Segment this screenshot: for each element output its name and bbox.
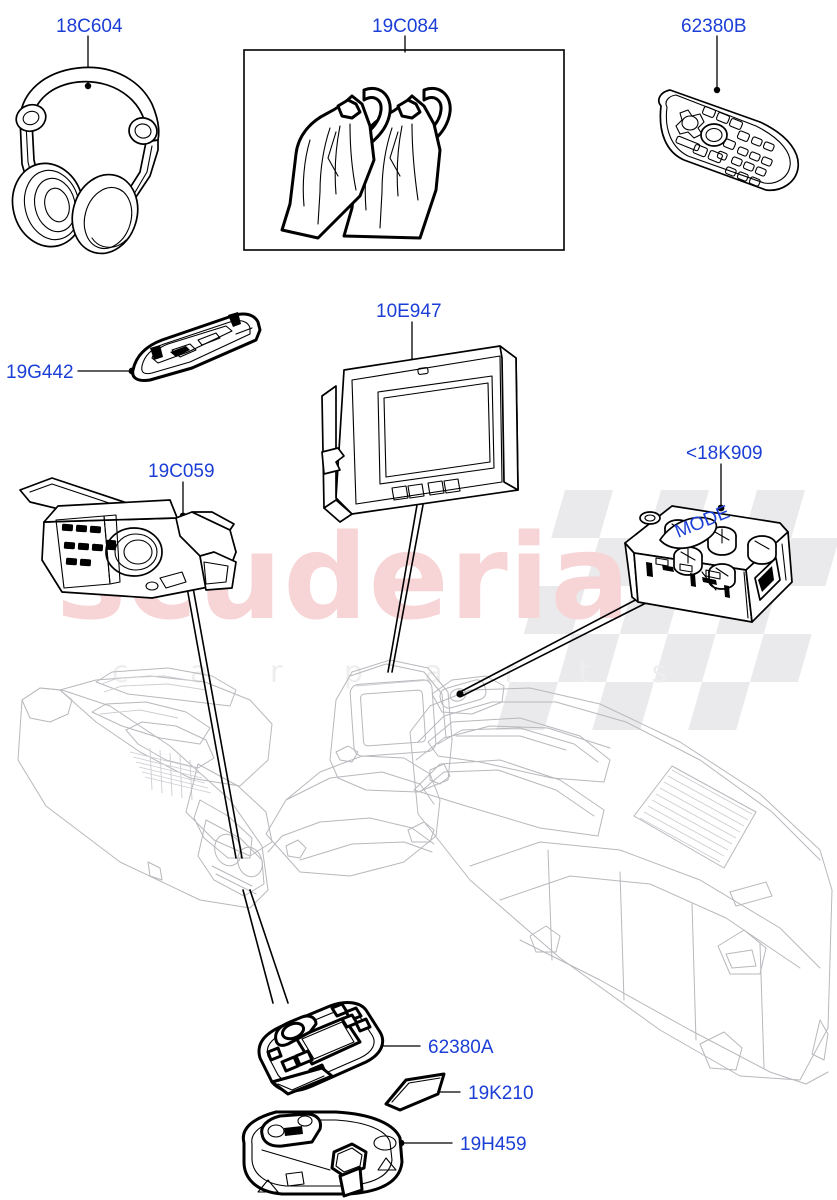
part-rear-remote-62380A: [257, 1001, 385, 1096]
part-storage-bags-19C084: [243, 49, 565, 251]
part-mounting-bracket-19H459: [241, 1110, 404, 1198]
amplifier-front-slots: [646, 557, 730, 598]
ghost-door-trim-panel: [409, 675, 833, 1085]
callout-19C059[interactable]: 19C059: [148, 461, 215, 482]
control-panel-buttons: [61, 523, 117, 567]
part-amplifier-module-18K909: MODE: [624, 502, 793, 623]
callout-19C084[interactable]: 19C084: [372, 16, 439, 37]
ghost-centre-console: [17, 667, 273, 909]
part-headphones-18C604: [11, 66, 160, 255]
ghost-seat-back: [265, 659, 453, 877]
remote-keypad: [675, 106, 775, 187]
callout-18K909[interactable]: <18K909: [686, 443, 763, 464]
ghost-vehicle-interior: [17, 659, 833, 1085]
display-bottom-buttons: [391, 478, 461, 501]
storage-bag-front: [280, 87, 392, 240]
rear-remote-buttons-right: [330, 1002, 372, 1033]
callout-labels: 18C604 19C084 62380B 10E947 19G442 19C05…: [6, 16, 763, 1155]
callout-62380A[interactable]: 62380A: [428, 1037, 494, 1058]
bags-box-frame: [243, 49, 565, 251]
ghost-door-speaker-grille: [639, 769, 753, 863]
callout-19K210[interactable]: 19K210: [468, 1083, 534, 1104]
part-remote-control-62380B: [658, 89, 800, 192]
watermark-carparts: c a r p a r t s: [112, 655, 693, 690]
callout-19H459[interactable]: 19H459: [460, 1134, 527, 1155]
part-display-module-10E947: [321, 345, 519, 523]
part-cover-strip-19K210: [384, 1072, 446, 1112]
part-control-panel-19C059: [19, 477, 237, 599]
callout-18C604[interactable]: 18C604: [56, 16, 123, 37]
callout-62380B[interactable]: 62380B: [681, 16, 747, 37]
ghost-console-vent: [129, 747, 212, 801]
callout-19G442[interactable]: 19G442: [6, 362, 74, 383]
callout-10E947[interactable]: 10E947: [376, 301, 442, 322]
part-trim-bezel-19G442: [131, 312, 262, 382]
